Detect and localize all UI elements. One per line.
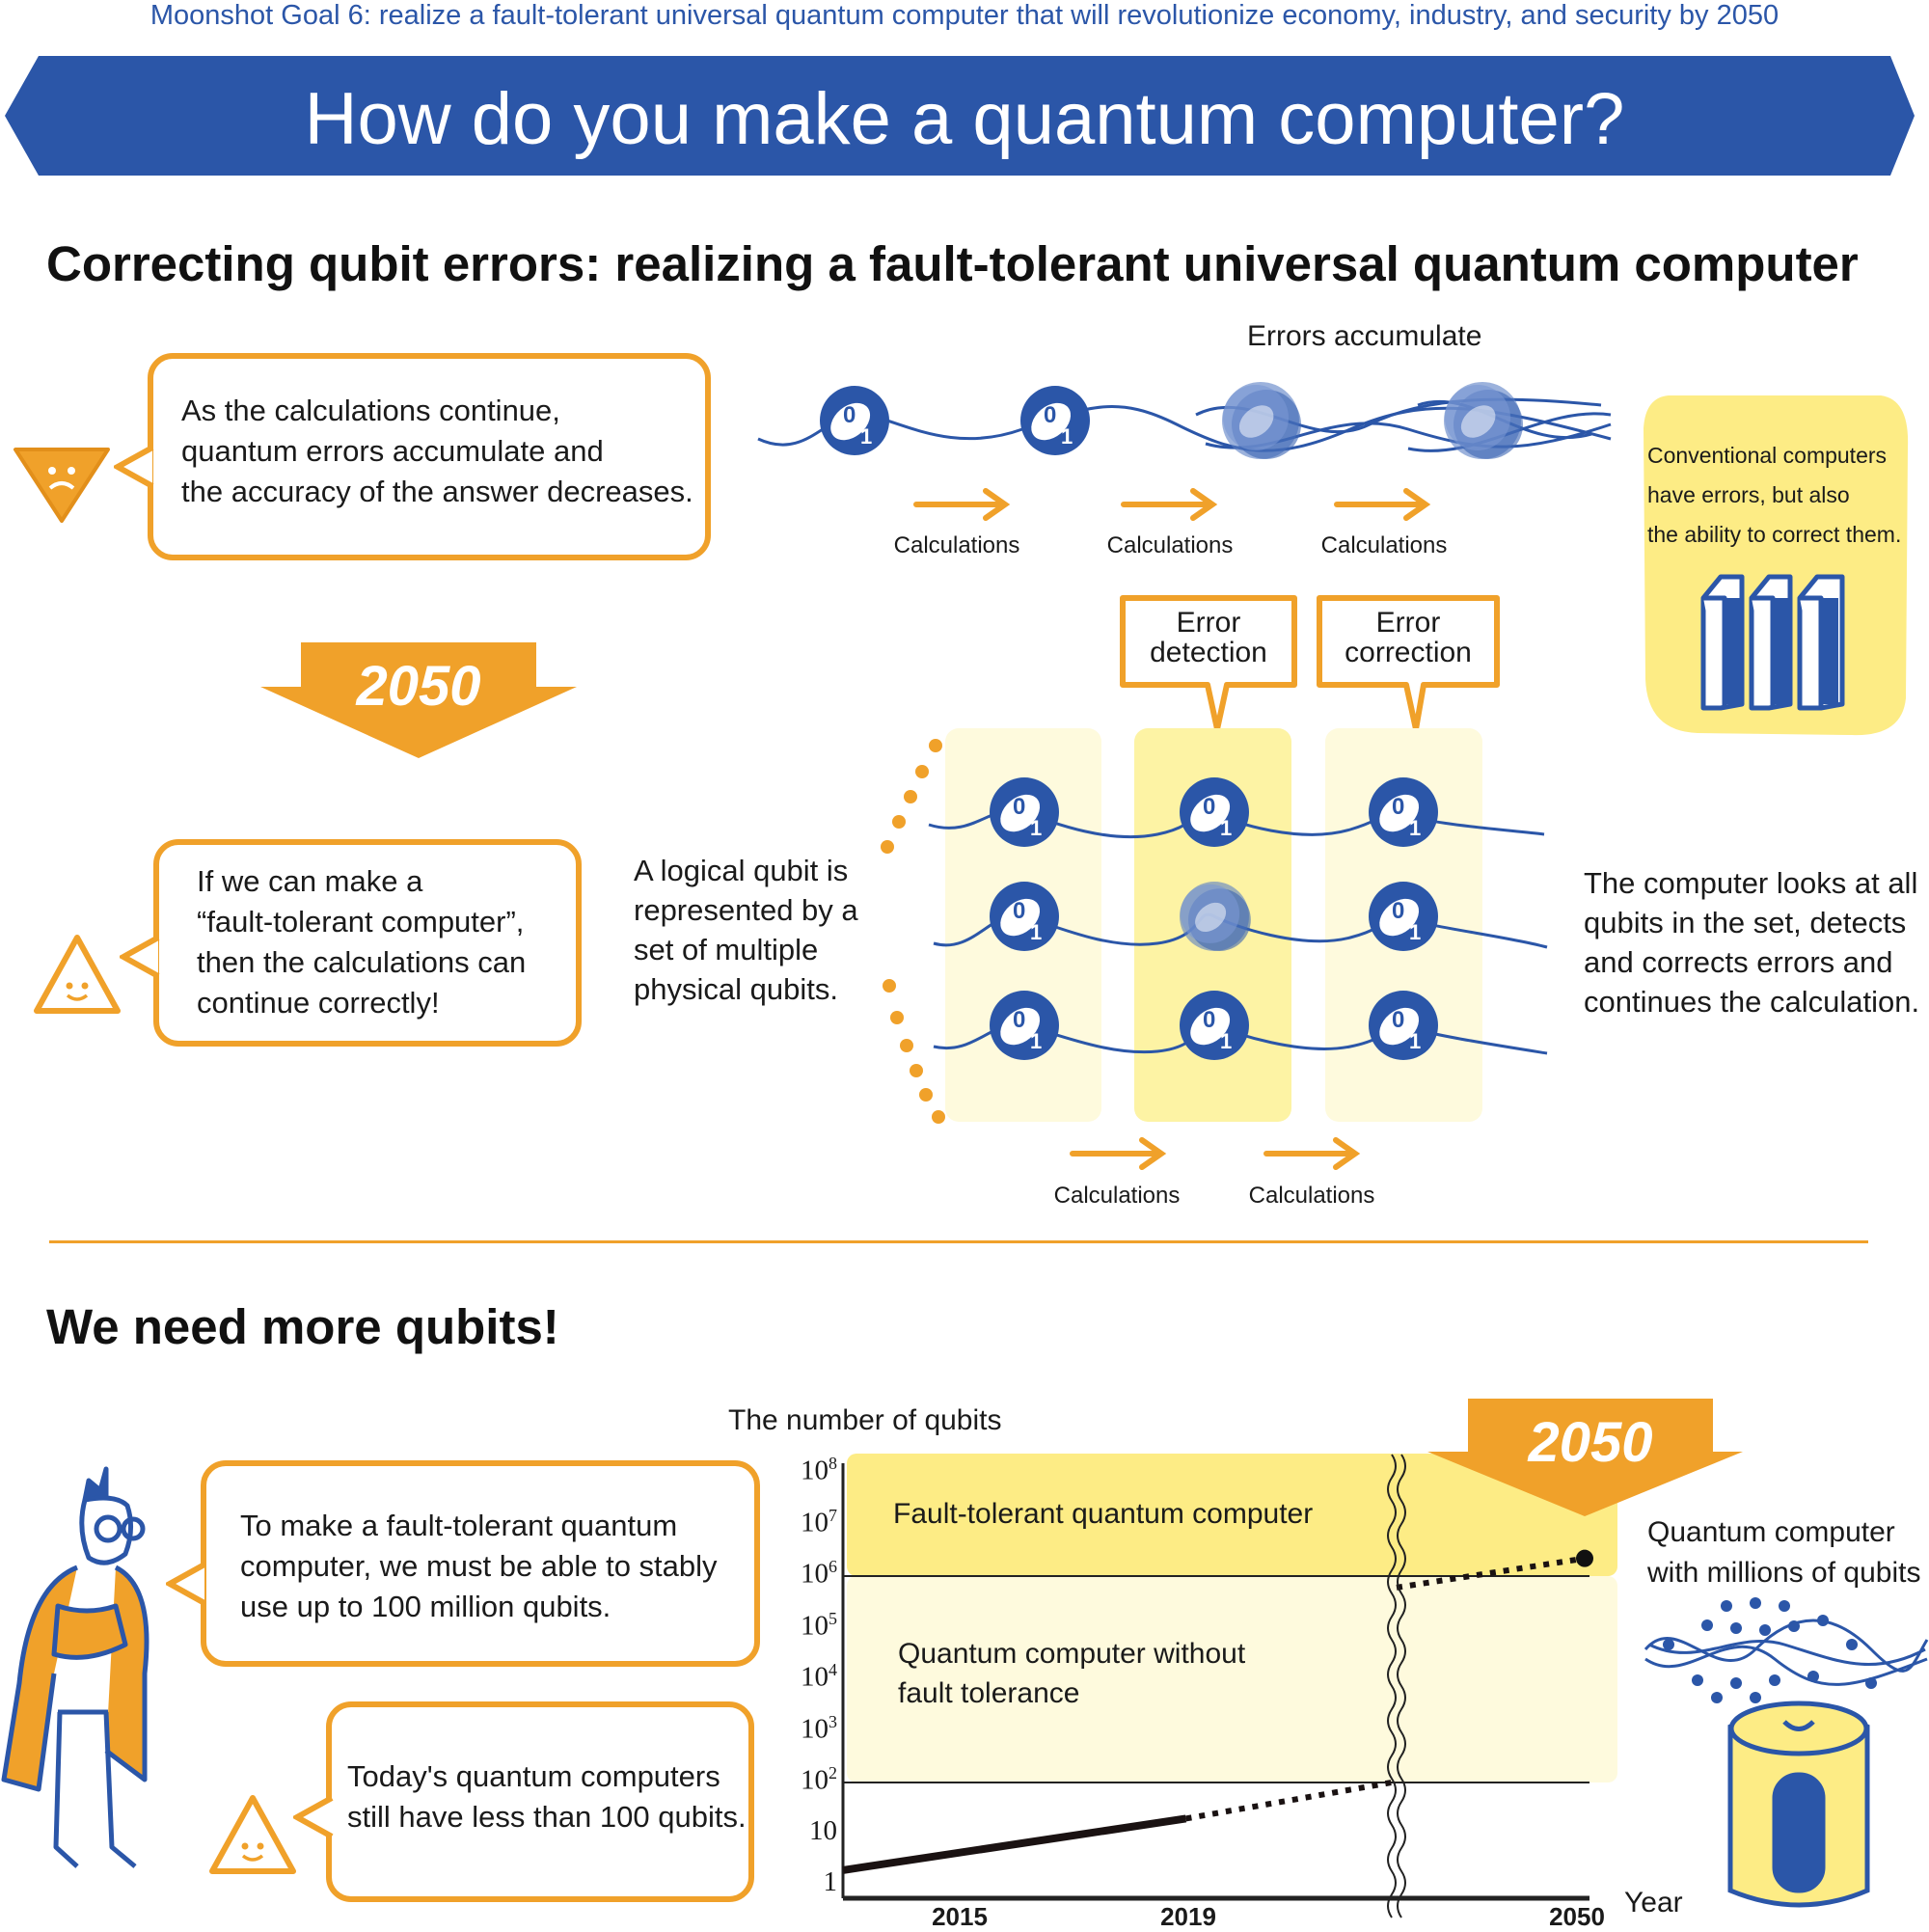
arrow-right-icon [1121, 488, 1218, 521]
calculations-label: Calculations [1053, 1183, 1181, 1209]
requirement-line: use up to 100 million qubits. [240, 1590, 611, 1623]
non-fault-tolerant-region [847, 1576, 1617, 1782]
computer-process-line: continues the calculation. [1584, 985, 1920, 1019]
error-detection-label: Error [1176, 607, 1241, 639]
region-label-non-fault-tolerant: fault tolerance [898, 1677, 1080, 1709]
today-speech-bubble [326, 1701, 754, 1902]
requirement-line: computer, we must be able to stably [240, 1549, 718, 1583]
solution-line: then the calculations can [197, 945, 527, 979]
axis-break-mark [1397, 1454, 1406, 1918]
logical-qubit-line: A logical qubit is [634, 854, 849, 887]
year-2050-label: 2050 [1528, 1411, 1653, 1474]
chart-y-label: The number of qubits [728, 1404, 1002, 1436]
x-axis-label: Year [1624, 1887, 1683, 1918]
millions-label: Quantum computer [1647, 1516, 1895, 1548]
calculations-label: Calculations [893, 532, 1020, 558]
calculations-label: Calculations [1106, 532, 1234, 558]
y-tick-label: 106 [801, 1557, 837, 1590]
problem-line: the accuracy of the answer decreases. [181, 475, 693, 508]
goal-text: Moonshot Goal 6: realize a fault-toleran… [149, 0, 1780, 31]
quantum-computer-illustration [1644, 1597, 1929, 1908]
x-tick-label: 2050 [1549, 1902, 1605, 1931]
year-2050-arrow [260, 642, 577, 758]
banner-title: How do you make a quantum computer? [304, 78, 1625, 160]
error-correction-label: correction [1345, 637, 1472, 668]
fault-tolerant-region [847, 1454, 1617, 1576]
error-detection-label: detection [1150, 637, 1267, 668]
year-2050-label: 2050 [356, 655, 481, 718]
note-line: Conventional computers [1647, 443, 1888, 468]
logical-qubit-line: represented by a [634, 893, 858, 927]
logical-qubit-line: physical qubits. [634, 972, 838, 1006]
calculations-label: Calculations [1320, 532, 1448, 558]
millions-label: with millions of qubits [1647, 1557, 1921, 1589]
errors-accumulate-label: Errors accumulate [1247, 320, 1482, 352]
section-divider [49, 1240, 1868, 1243]
y-tick-label: 108 [801, 1454, 837, 1486]
solution-speech-bubble [153, 839, 582, 1047]
arrow-right-icon [1334, 488, 1431, 521]
requirement-speech-bubble [201, 1460, 760, 1667]
problem-speech-bubble [148, 353, 711, 560]
computer-process-line: The computer looks at all [1584, 866, 1918, 900]
happy-face-icon [34, 935, 121, 1014]
problem-line: As the calculations continue, [181, 394, 560, 427]
y-tick-label: 102 [801, 1763, 837, 1796]
arrow-right-icon [913, 488, 1011, 521]
series-line-actual [842, 1814, 1187, 1874]
y-tick-label: 10 [809, 1814, 837, 1846]
series-line-projection-post-break [1396, 1555, 1586, 1591]
bubble-tail [120, 935, 160, 979]
scientist-illustration [1, 1466, 149, 1868]
section-heading-more-qubits: We need more qubits! [46, 1299, 559, 1354]
axis-break-mark [1387, 1454, 1397, 1918]
y-tick-label: 105 [801, 1608, 837, 1642]
error-correction-callout [1317, 595, 1500, 732]
problem-line: quantum errors accumulate and [181, 434, 604, 468]
region-label-non-fault-tolerant: Quantum computer without [898, 1638, 1246, 1670]
arrow-right-icon [1070, 1137, 1167, 1170]
solution-line: continue correctly! [197, 986, 440, 1020]
logical-qubit-line: set of multiple [634, 933, 819, 966]
year-2050-arrow [1427, 1399, 1743, 1516]
error-correction-label: Error [1375, 607, 1441, 639]
computer-process-line: and corrects errors and [1584, 945, 1893, 979]
bubble-tail [293, 1795, 334, 1839]
bubble-tail [114, 445, 154, 489]
today-line: Today's quantum computers [347, 1759, 720, 1793]
computer-process-line: qubits in the set, detects [1584, 906, 1907, 939]
y-tick-label: 1 [823, 1866, 838, 1897]
y-tick-label: 107 [801, 1505, 837, 1538]
x-tick-label: 2019 [1160, 1902, 1216, 1931]
today-line: still have less than 100 qubits. [347, 1800, 747, 1834]
requirement-line: To make a fault-tolerant quantum [240, 1509, 678, 1542]
arrow-right-icon [1263, 1137, 1361, 1170]
y-tick-label: 104 [801, 1660, 837, 1693]
series-line-projection-pre-break [1184, 1780, 1393, 1822]
error-detection-callout [1120, 595, 1297, 732]
sad-face-icon [14, 448, 110, 523]
books-icon [1700, 574, 1845, 711]
section-heading-error-correction: Correcting qubit errors: realizing a fau… [46, 236, 1859, 291]
calculations-label: Calculations [1248, 1183, 1375, 1209]
bubble-tail [166, 1562, 206, 1606]
x-tick-label: 2015 [932, 1902, 988, 1931]
solution-line: If we can make a [197, 864, 423, 898]
note-line: have errors, but also [1647, 482, 1850, 507]
target-point [1576, 1549, 1593, 1567]
region-label-fault-tolerant: Fault-tolerant quantum computer [893, 1498, 1314, 1530]
happy-face-icon [209, 1795, 296, 1874]
y-tick-label: 103 [801, 1711, 837, 1745]
note-line: the ability to correct them. [1647, 522, 1902, 547]
solution-line: “fault-tolerant computer”, [197, 905, 525, 939]
title-banner [5, 56, 1915, 176]
